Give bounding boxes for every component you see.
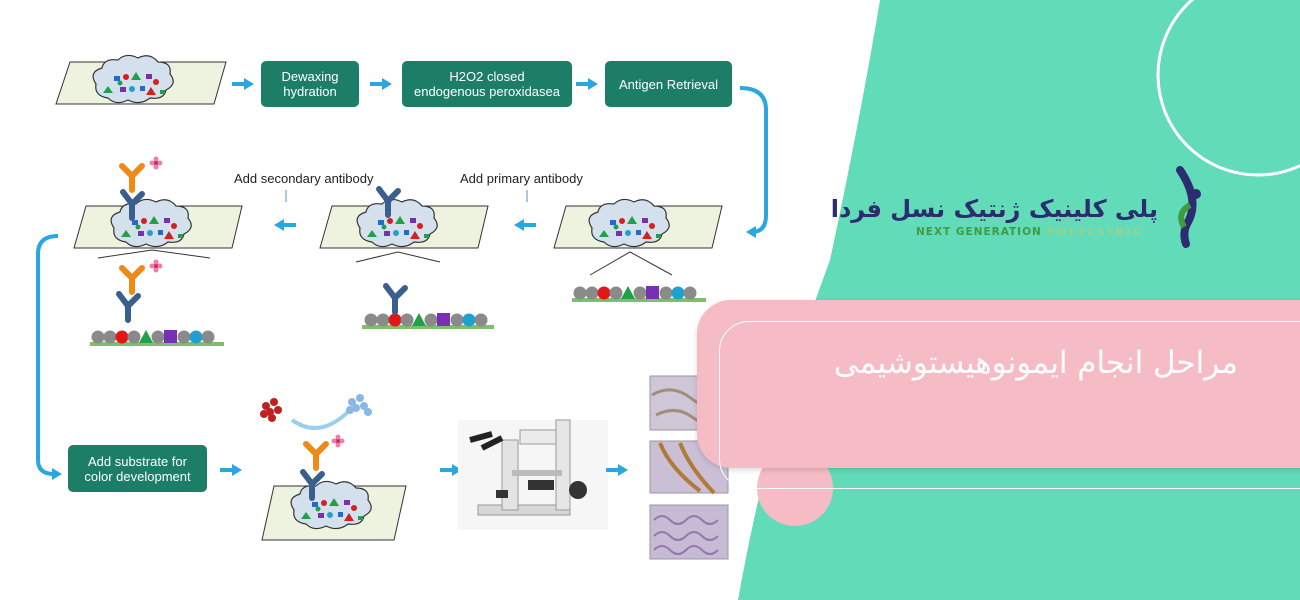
substrate-reaction-arrow [290,408,352,430]
step-h2o2-label: H2O2 closed endogenous peroxidasea [413,69,560,99]
arrow-left [512,217,538,233]
tissue-sample [92,54,174,104]
secondary-antibody [122,268,142,292]
step-dewaxing-label: Dewaxing hydration [281,69,339,99]
enzyme-label [149,259,163,273]
arrow-curve-down [739,86,768,234]
arrow-right [230,76,256,92]
secondary-antibody [122,166,142,190]
logo-english-part2: POLYCLINIC [1046,226,1145,238]
microscope-image [458,419,608,530]
primary-antibody [386,286,405,312]
step-h2o2: H2O2 closed endogenous peroxidasea [402,61,572,107]
arrow-right [604,462,630,478]
tissue-sample [110,198,192,248]
logo-english-part1: NEXT GENERATION [916,226,1042,238]
antigen-beads [573,286,697,300]
enzyme-label [149,156,163,170]
logo-persian-name: پلی کلینیک ژنتیک نسل فردا [830,195,1158,223]
add-primary-antibody-label: Add primary antibody [460,171,583,186]
antigen-beads [91,330,215,344]
tissue-sample [356,198,438,248]
enzyme-label [331,434,345,448]
antigen-beads [364,313,488,327]
arrow-right [368,76,394,92]
step-antigen-retrieval: Antigen Retrieval [605,61,732,107]
substrate-red-molecules [260,398,282,422]
arrow-right [574,76,600,92]
teal-circle-decoration [1156,0,1300,177]
primary-antibody [119,294,138,320]
step-substrate-label: Add substrate for color development [84,453,191,484]
product-blue-molecules [346,394,372,416]
tissue-sample [290,480,372,530]
step-substrate: Add substrate for color development [68,445,207,492]
arrow-curve-down-left [36,234,59,476]
banner-title: مراحل انجام ایمونوهیستوشیمی [833,345,1238,381]
step-dewaxing-hydration: Dewaxing hydration [261,61,359,107]
step-antigen-label: Antigen Retrieval [619,76,718,92]
title-banner [697,300,1300,468]
polyclinic-logo-icon [1176,166,1201,248]
secondary-antibody [306,444,326,468]
add-secondary-antibody-label: Add secondary antibody [234,171,374,186]
title-banner-outline [719,321,1300,489]
arrow-left [272,217,298,233]
logo-english-name: NEXT GENERATION POLYCLINIC [916,226,1144,238]
arrow-right [218,462,244,478]
tissue-sample [588,198,670,248]
